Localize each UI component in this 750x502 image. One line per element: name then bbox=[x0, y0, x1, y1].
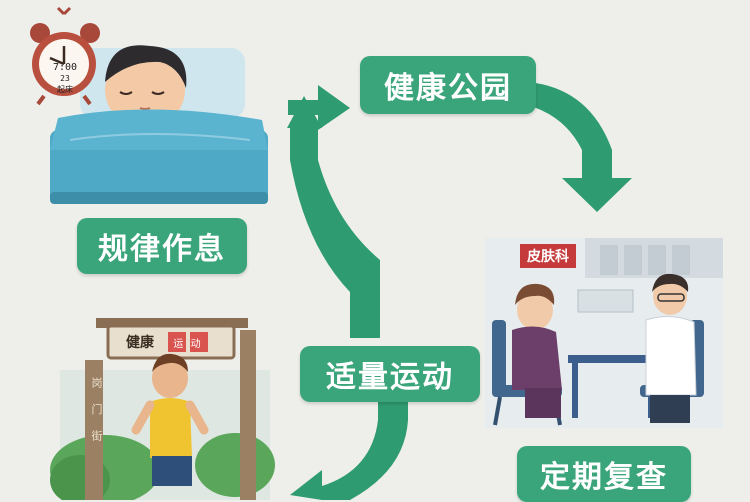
clock-date: 23 bbox=[60, 74, 70, 83]
clock-time: 7:00 bbox=[52, 62, 78, 73]
park-gate-pillar-text: 岗 门 街 bbox=[90, 377, 103, 447]
clinic-sign: 皮肤科 bbox=[527, 249, 569, 265]
park-gate-sign-glyphs: 运 动 bbox=[173, 338, 203, 350]
label-health-park: 健康公园 bbox=[360, 56, 536, 114]
alarm-clock-icon bbox=[30, 6, 100, 106]
arrow-up-path-icon bbox=[290, 125, 380, 338]
park-gate-sign: 健康 bbox=[126, 335, 154, 351]
arrow-to-health-park-icon bbox=[288, 85, 350, 130]
sleeping-child-illustration bbox=[50, 45, 268, 204]
label-moderate-exercise: 适量运动 bbox=[300, 346, 480, 402]
arrow-to-checkup-icon bbox=[500, 81, 632, 212]
clock-subtitle: 起床 bbox=[57, 85, 73, 94]
clinic-illustration bbox=[485, 238, 723, 428]
clinic-sign-background bbox=[520, 244, 576, 268]
cycle-arrows bbox=[287, 81, 632, 500]
label-regular-checkup: 定期复查 bbox=[517, 446, 691, 502]
park-runner-illustration bbox=[50, 318, 275, 500]
arrow-up-head-icon bbox=[287, 96, 322, 128]
alarm-clock-readout: 7:00 23 起床 bbox=[46, 62, 84, 95]
label-regular-routine: 规律作息 bbox=[77, 218, 247, 274]
arrow-to-exercise-scene-icon bbox=[290, 398, 408, 500]
